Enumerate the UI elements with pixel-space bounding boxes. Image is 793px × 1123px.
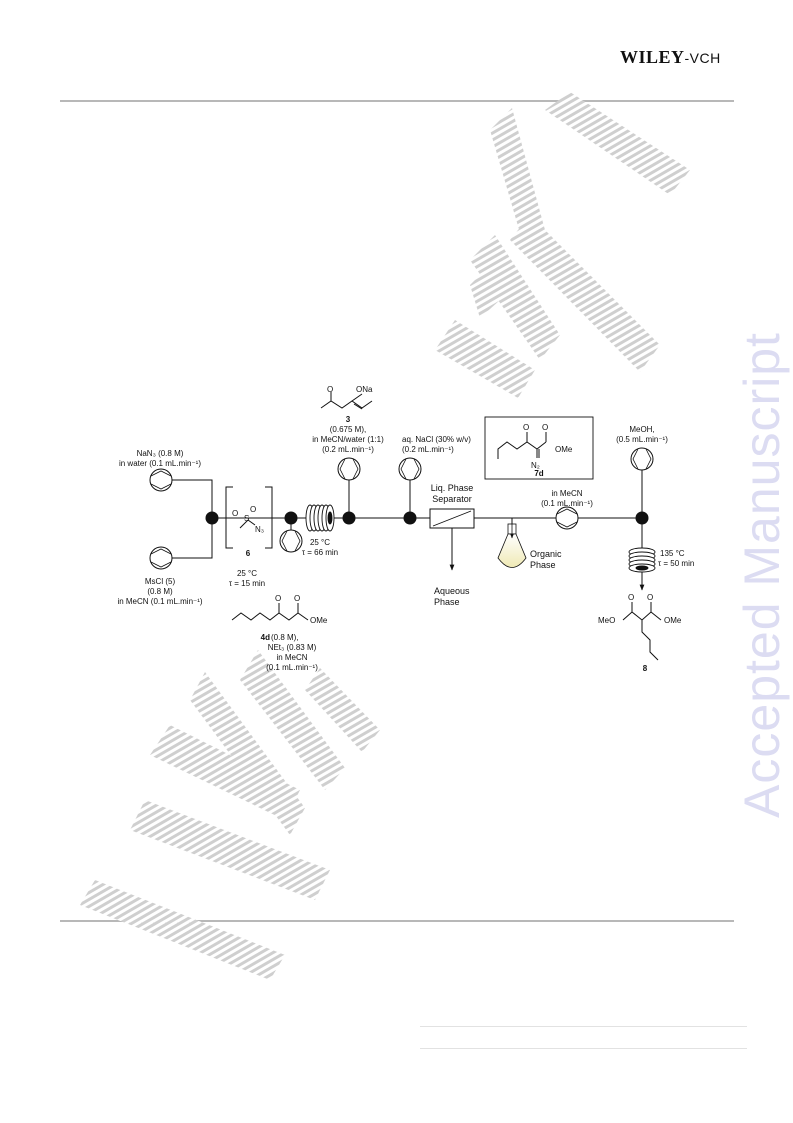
publisher-logo-suffix: -VCH [684,50,721,66]
intermediate-6-o2: O [250,505,256,514]
separator-label-1: Liq. Phase [431,483,474,493]
intermediate-6-label: 6 [246,549,251,558]
8-meo: MeO [598,616,615,625]
7d-label: 7d [534,469,543,478]
pump-4d [279,529,303,553]
reagent-3-conc: (0.675 M), [330,425,366,434]
reagent-3-label: 3 [346,415,351,424]
nan3-solvent-flow: in water (0.1 mL.min⁻¹) [119,459,201,468]
liquid-phase-separator [429,508,475,529]
4d-ome: OMe [310,616,328,625]
meoh-flow: (0.5 mL.min⁻¹) [616,435,668,444]
reactor-3-time: τ = 50 min [658,559,694,568]
reactor-3-temp: 135 °C [660,549,685,558]
mixer-2 [284,511,298,525]
aqueous-label-2: Phase [434,597,460,607]
4d-label: 4d [261,633,270,642]
publisher-logo: WILEY-VCH [620,47,721,68]
pump-meoh [630,447,654,471]
mixer-5 [635,511,649,525]
pump-reagent-3 [337,457,361,481]
reagent-3-ona: ONa [356,385,373,394]
meoh-name: MeOH, [629,425,654,434]
header-rule [60,100,734,102]
organic-label-2: Phase [530,560,556,570]
footer-line-2 [420,1048,747,1049]
diagonal-watermark [80,92,690,980]
4d-label-text: 4d [261,633,270,642]
intermediate-6-brackets [225,486,273,549]
reagent-3-flow: (0.2 mL.min⁻¹) [322,445,374,454]
mscl-solvent-flow: in MeCN (0.1 mL.min⁻¹) [117,597,202,606]
mixer-3 [342,511,356,525]
nacl-conc: aq. NaCl (30% w/v) [402,435,471,444]
aqueous-label-1: Aqueous [434,586,470,596]
footer-rule [60,920,734,922]
product-8-label: 8 [643,664,648,673]
4d-o2: O [294,594,300,603]
structure-4d [231,603,309,621]
mecn-solvent: in MeCN [551,489,582,498]
8-ome: OMe [664,616,682,625]
pump-nan3 [149,468,173,492]
pump-mscl [149,546,173,570]
mscl-conc: (0.8 M) [147,587,173,596]
4d-flow: (0.1 mL.min⁻¹) [266,663,318,672]
intermediate-6-s: S [244,514,249,523]
reactor-2-time: τ = 66 min [302,548,338,557]
4d-conc: (0.8 M), [271,633,299,642]
structure-8 [622,602,662,661]
7d-o2: O [542,423,548,432]
7d-n2: N₂ [531,461,540,470]
footer-line-1 [420,1026,747,1027]
intermediate-6-n3: N₃ [255,525,264,534]
mscl-name: MsCl (5) [145,577,176,586]
organic-label-1: Organic [530,549,562,559]
8-o1: O [628,593,634,602]
7d-o1: O [523,423,529,432]
nacl-flow: (0.2 mL.min⁻¹) [402,445,454,454]
reagent-3-ketone-o: O [327,385,333,394]
coil-reactor-2 [305,504,335,532]
mixer-4 [403,511,417,525]
4d-net3: NEt₃ (0.83 M) [268,643,317,652]
mixer-1 [205,511,219,525]
publisher-logo-bold: WILEY [620,47,685,67]
separator-label-2: Separator [432,494,472,504]
reactor-1-time: τ = 15 min [229,579,265,588]
4d-solvent: in MeCN [276,653,307,662]
pump-mecn [555,506,579,530]
structure-7d [497,432,547,459]
collection-flask [497,520,527,568]
mecn-flow: (0.1 mL.min⁻¹) [541,499,593,508]
nan3-conc: NaN₃ (0.8 M) [137,449,184,458]
pump-nacl [398,457,422,481]
reactor-2-temp: 25 °C [310,538,330,547]
8-o2: O [647,593,653,602]
coil-reactor-3 [628,547,656,573]
reactor-1-temp: 25 °C [237,569,257,578]
reagent-3-solvent: in MeCN/water (1:1) [312,435,384,444]
structure-reagent-3 [320,392,373,410]
7d-ome: OMe [555,445,573,454]
intermediate-6-o1: O [232,509,238,518]
4d-o1: O [275,594,281,603]
